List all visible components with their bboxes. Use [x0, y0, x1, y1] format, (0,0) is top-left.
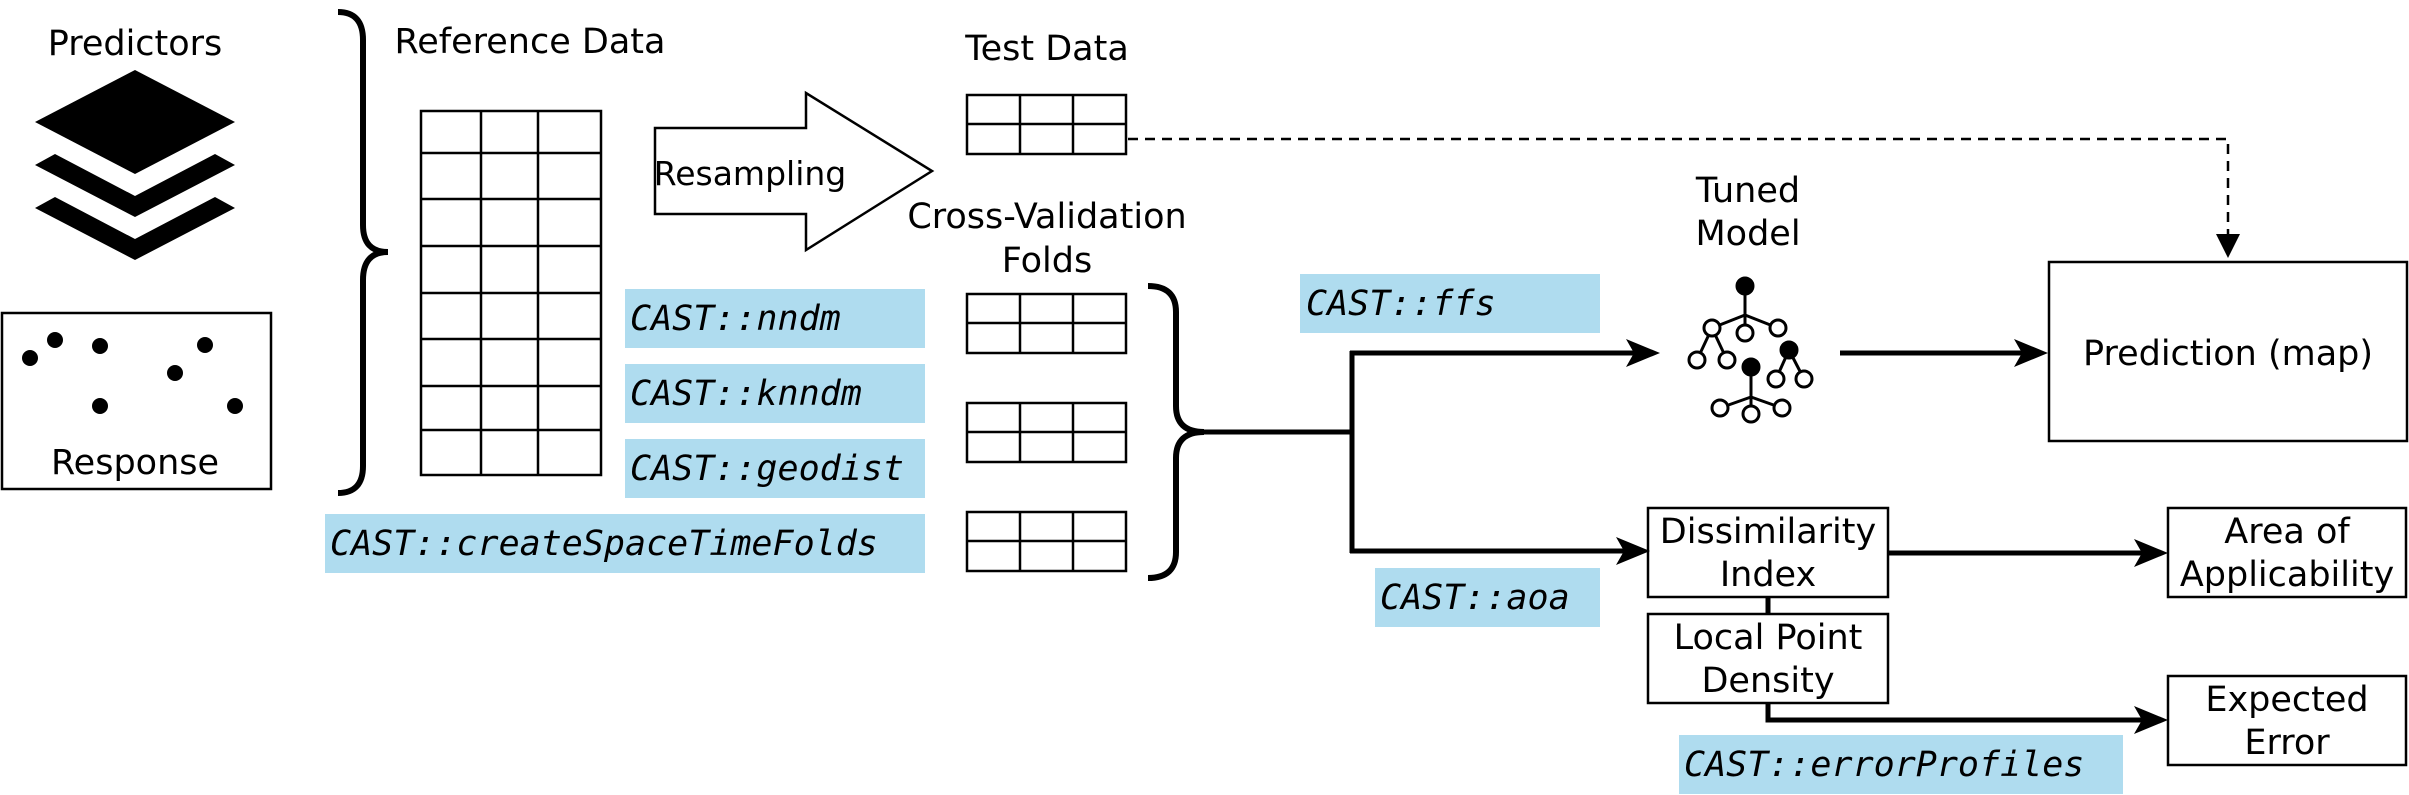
svg-text:Index: Index — [1720, 555, 1816, 595]
prediction-box: Prediction (map) — [2047, 260, 2409, 443]
function-ffs: CAST::ffs — [1300, 274, 1600, 333]
svg-text:CAST::errorProfiles: CAST::errorProfiles — [1684, 745, 2084, 785]
svg-text:Area of: Area of — [2224, 512, 2350, 552]
function-knndm: CAST::knndm — [625, 364, 925, 423]
cv-fold-table — [965, 510, 1128, 573]
layers-stack-icon — [35, 70, 235, 260]
predictors-label: Predictors — [48, 24, 223, 64]
svg-text:Expected: Expected — [2205, 680, 2368, 720]
test-data-table — [965, 93, 1128, 156]
svg-text:Applicability: Applicability — [2180, 555, 2394, 595]
svg-text:Error: Error — [2244, 723, 2330, 763]
svg-text:Local Point: Local Point — [1674, 618, 1863, 658]
resampling-arrow: Resampling — [653, 90, 935, 253]
reference-data-table — [419, 109, 603, 477]
area-of-applicability-box: Area of Applicability — [2166, 506, 2408, 599]
cv-folds-label-line2: Folds — [1002, 241, 1092, 281]
input-brace — [337, 9, 389, 496]
test-data-label: Test Data — [964, 29, 1129, 69]
svg-text:Dissimilarity: Dissimilarity — [1660, 512, 1876, 552]
response-label: Response — [51, 443, 219, 483]
tree-network-icon — [1687, 276, 1814, 424]
svg-text:CAST::aoa: CAST::aoa — [1380, 578, 1570, 618]
svg-text:CAST::knndm: CAST::knndm — [630, 374, 862, 414]
model-to-prediction-arrow — [1840, 339, 2048, 367]
tuned-model-label-line1: Tuned — [1695, 171, 1800, 211]
reference-data-label: Reference Data — [395, 22, 666, 62]
svg-text:CAST::geodist: CAST::geodist — [630, 449, 904, 489]
cv-fold-table — [965, 292, 1128, 355]
local-point-density-box: Local Point Density — [1646, 612, 1890, 705]
resampling-label: Resampling — [654, 154, 846, 193]
svg-text:CAST::ffs: CAST::ffs — [1306, 284, 1496, 324]
function-nndm: CAST::nndm — [625, 289, 925, 348]
svg-text:CAST::createSpaceTimeFolds: CAST::createSpaceTimeFolds — [330, 524, 878, 564]
svg-text:Density: Density — [1701, 661, 1834, 701]
dissimilarity-index-box: Dissimilarity Index — [1646, 506, 1890, 599]
density-to-error-arrow — [1765, 703, 2168, 734]
dissimilarity-to-aoa-arrow — [1888, 539, 2168, 567]
cv-folds-label-line1: Cross-Validation — [907, 197, 1186, 237]
cv-fold-table — [965, 401, 1128, 464]
scatter-points-icon — [22, 332, 243, 414]
tuned-model-label-line2: Model — [1695, 214, 1800, 254]
function-create-folds: CAST::createSpaceTimeFolds — [325, 514, 925, 573]
function-error-profiles: CAST::errorProfiles — [1679, 735, 2123, 794]
prediction-label: Prediction (map) — [2083, 334, 2373, 374]
function-geodist: CAST::geodist — [625, 439, 925, 498]
branch-connector — [1190, 339, 1660, 565]
svg-text:CAST::nndm: CAST::nndm — [630, 299, 841, 339]
test-to-prediction-connector — [1128, 137, 2230, 245]
function-aoa: CAST::aoa — [1375, 568, 1600, 627]
response-box: Response — [0, 311, 273, 491]
test-to-prediction-arrowhead — [2216, 234, 2240, 258]
expected-error-box: Expected Error — [2166, 674, 2408, 767]
